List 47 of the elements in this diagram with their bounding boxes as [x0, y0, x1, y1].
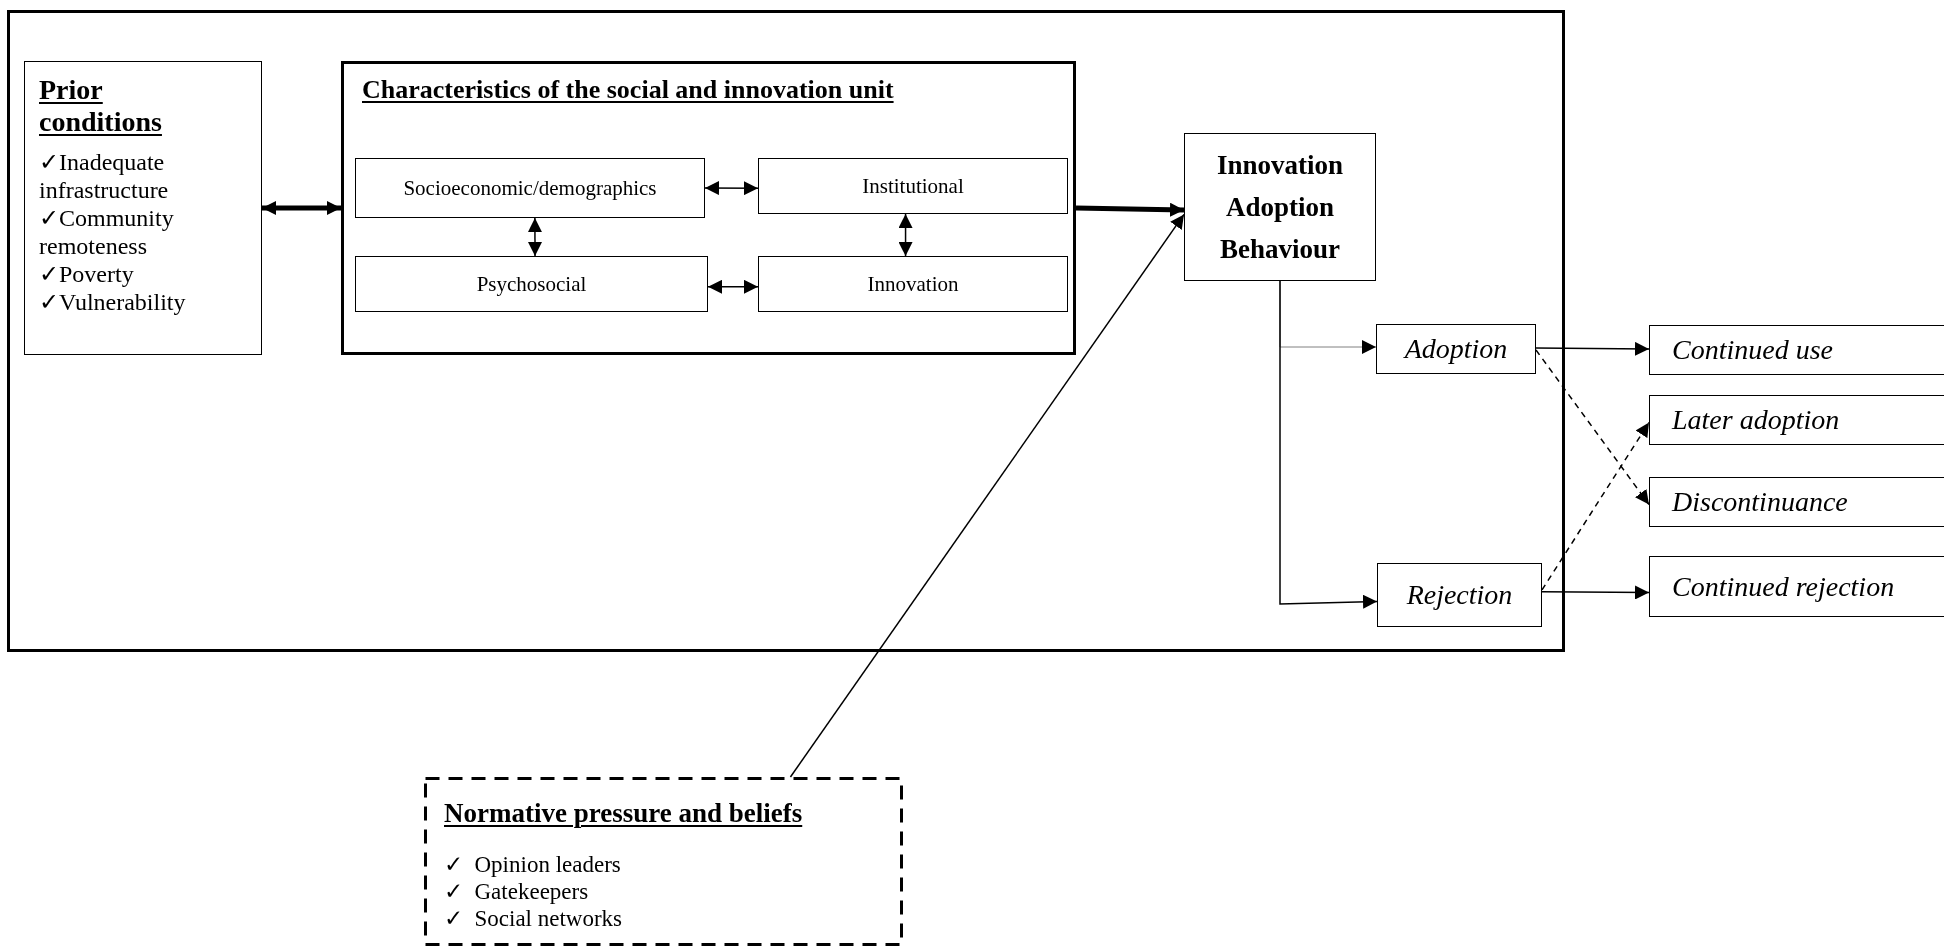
arrow — [262, 201, 341, 215]
result-box — [1649, 477, 1944, 527]
behaviour-box — [1184, 133, 1376, 281]
box-label: Discontinuance — [1672, 486, 1848, 518]
result-box — [1649, 395, 1944, 445]
box-label: Continued rejection — [1672, 570, 1895, 603]
list-item: ✓Vulnerability — [39, 288, 187, 316]
box-label: Psychosocial — [476, 271, 587, 297]
arrow — [704, 181, 759, 196]
box-label: Adoption — [1404, 333, 1508, 365]
arrow — [1541, 421, 1650, 591]
box-label: Institutional — [862, 173, 964, 199]
arrow — [789, 213, 1185, 778]
factor-box — [758, 158, 1068, 214]
arrow — [1075, 202, 1185, 217]
arrow — [1535, 349, 1650, 506]
box-label: Innovation — [867, 271, 959, 297]
list-item: ✓Poverty — [39, 260, 135, 288]
arrow — [707, 279, 759, 294]
group-box — [341, 61, 1076, 355]
list-item: ✓Community remoteness — [39, 204, 175, 260]
factor-box — [355, 158, 705, 218]
arrow — [1541, 585, 1650, 600]
box-label: Innovation Adoption Behaviour — [1215, 149, 1345, 266]
list-item: ✓ Social networks — [444, 905, 624, 932]
influence-box — [424, 777, 903, 946]
arrow — [1535, 341, 1650, 356]
heading: Normative pressure and beliefs — [444, 797, 804, 829]
arrow — [898, 213, 913, 257]
outcome-box — [1377, 563, 1542, 627]
list-item: ✓ Opinion leaders — [444, 851, 622, 878]
box-label: Continued use — [1672, 334, 1833, 366]
outcome-box — [1376, 324, 1536, 374]
heading: Prior conditions — [39, 74, 163, 138]
arrow — [1279, 280, 1378, 609]
box-label: Later adoption — [1672, 404, 1840, 436]
condition-box — [24, 61, 262, 355]
arrow — [527, 217, 542, 257]
factor-box — [355, 256, 708, 312]
factor-box — [758, 256, 1068, 312]
list-item: ✓Inadequate infrastructure — [39, 148, 170, 204]
result-box — [1649, 556, 1944, 617]
box-label: Socioeconomic/demographics — [403, 175, 657, 201]
list-item: ✓ Gatekeepers — [444, 878, 590, 905]
heading: Characteristics of the social and innovation unit — [362, 74, 895, 106]
box-label: Rejection — [1406, 579, 1513, 611]
result-box — [1649, 325, 1944, 375]
